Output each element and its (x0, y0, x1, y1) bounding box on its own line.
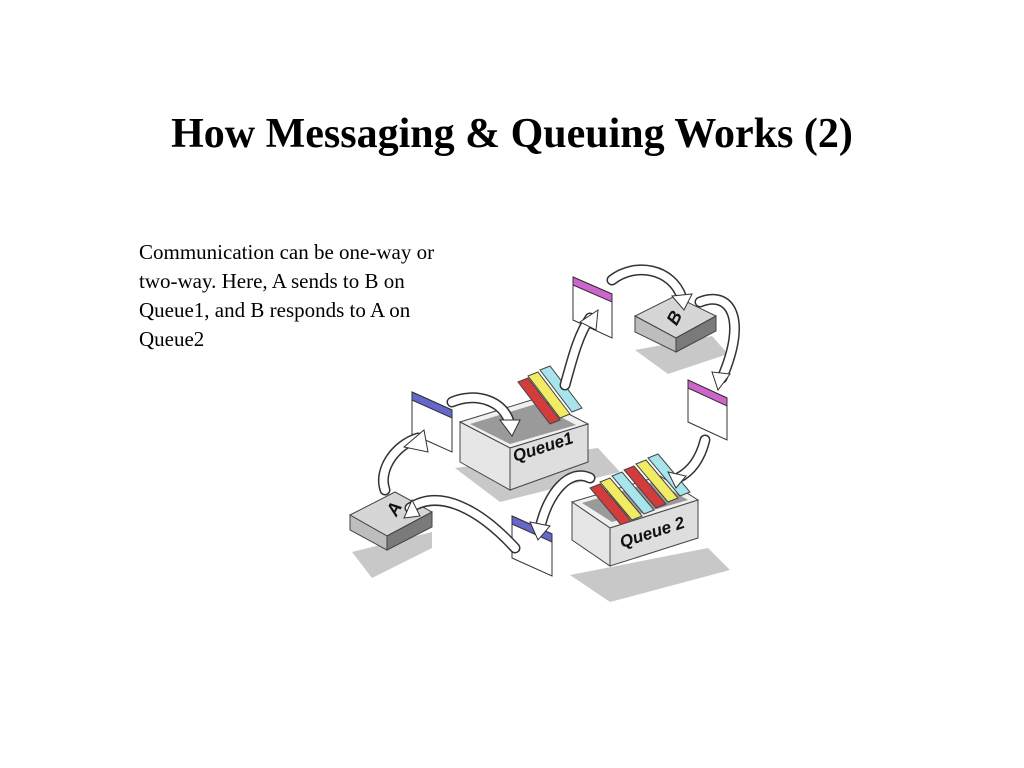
message-card-b-out (687, 379, 728, 441)
slide-title: How Messaging & Queuing Works (2) (171, 111, 853, 157)
arrow-heads (402, 293, 731, 541)
body-text: Communication can be one-way or two-way.… (139, 240, 435, 351)
queue2-box: Queue 2 (570, 453, 700, 567)
queue2-messages (589, 453, 691, 527)
node-b: B (633, 295, 718, 353)
queue1-box: Queue1 (458, 365, 590, 491)
queue1-messages (517, 365, 583, 425)
